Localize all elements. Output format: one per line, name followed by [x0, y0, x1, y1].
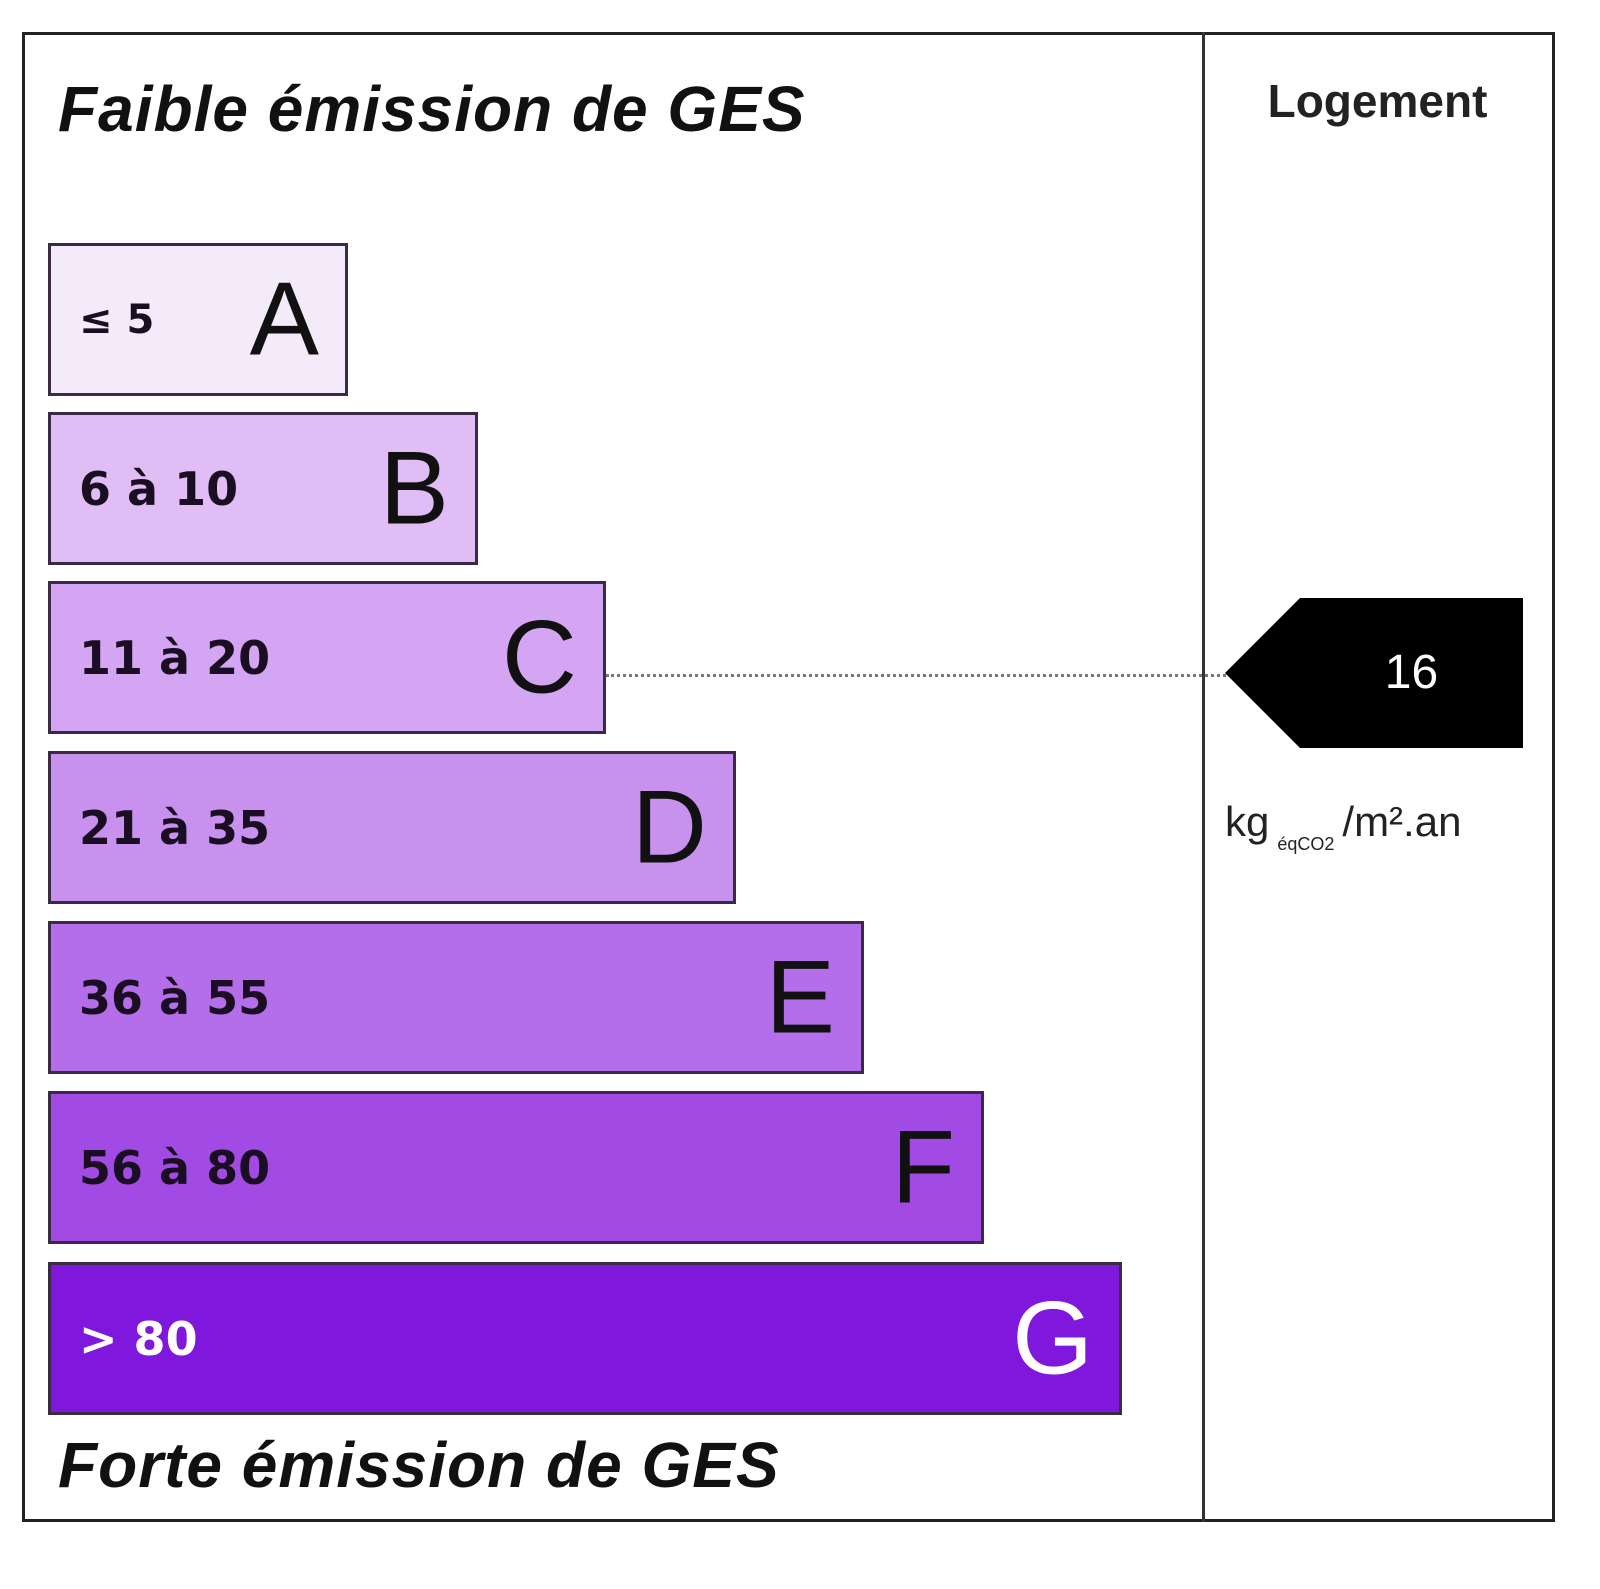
bar-range-label: 36 à 55	[79, 970, 271, 1025]
unit-subscript: éqCO2	[1277, 834, 1335, 854]
bar-class-letter: C	[501, 599, 577, 715]
bar-a: ≤ 5 A	[48, 243, 348, 396]
bar-e: 36 à 55 E	[48, 921, 864, 1074]
bar-d: 21 à 35 D	[48, 751, 736, 904]
value-arrow	[1225, 598, 1523, 748]
bar-range-label: 56 à 80	[79, 1140, 271, 1195]
bar-range-label: ≤ 5	[79, 296, 155, 343]
title-low-emission: Faible émission de GES	[58, 73, 806, 145]
bar-f: 56 à 80 F	[48, 1091, 984, 1244]
bar-range-label: > 80	[79, 1311, 198, 1366]
title-high-emission: Forte émission de GES	[58, 1429, 780, 1501]
column-header-logement: Logement	[1267, 75, 1488, 127]
unit-label: kg éqCO2/m².an	[1225, 798, 1461, 855]
bar-range-label: 6 à 10	[79, 461, 239, 516]
unit-suffix: /m².an	[1342, 798, 1462, 845]
bar-g: > 80 G	[48, 1262, 1122, 1415]
bar-class-letter: A	[249, 261, 319, 377]
bar-b: 6 à 10 B	[48, 412, 478, 565]
value-leader-line	[606, 674, 1226, 677]
value-label: 16	[1384, 646, 1439, 699]
column-divider	[1202, 32, 1205, 1522]
bar-c: 11 à 20 C	[48, 581, 606, 734]
label-frame	[22, 32, 1555, 1522]
unit-prefix: kg	[1225, 798, 1270, 845]
bar-class-letter: B	[379, 430, 449, 546]
bar-class-letter: F	[891, 1109, 955, 1225]
bar-range-label: 11 à 20	[79, 630, 271, 685]
bar-range-label: 21 à 35	[79, 800, 271, 855]
bar-class-letter: G	[1012, 1280, 1093, 1396]
bar-class-letter: D	[631, 769, 707, 885]
bar-class-letter: E	[765, 939, 835, 1055]
